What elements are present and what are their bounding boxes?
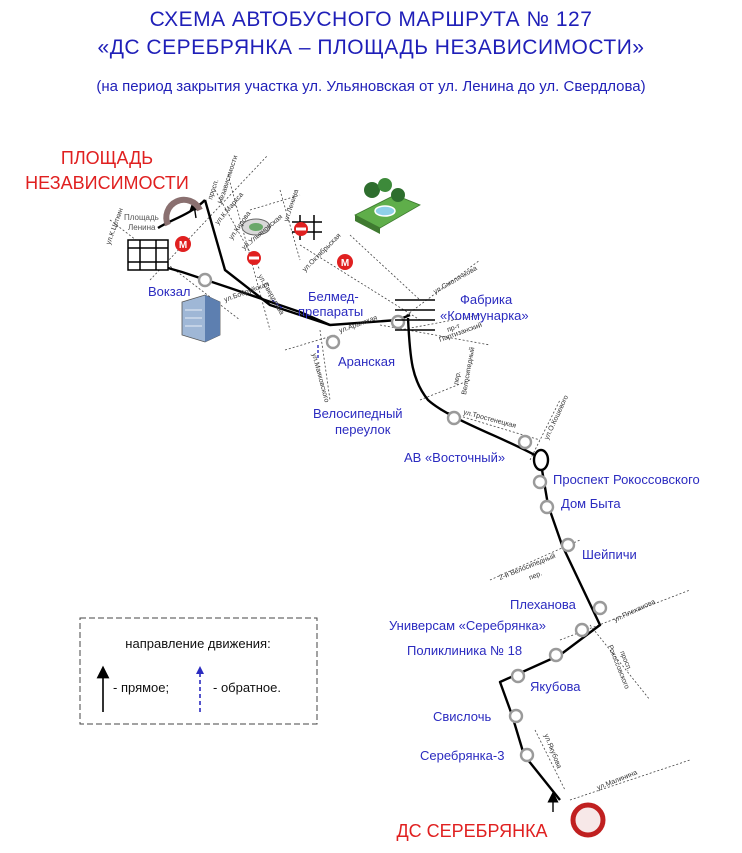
stop-circle-sheypichi	[560, 537, 576, 553]
street-label-yakubova: ул.Якубова	[542, 733, 563, 770]
stop-label-belmed-2: препараты	[298, 304, 363, 319]
stop-label-vokzal: Вокзал	[148, 284, 191, 299]
page-title-line2: «ДС СЕРЕБРЯНКА – ПЛОЩАДЬ НЕЗАВИСИМОСТИ»	[97, 36, 645, 59]
stop-label-velo-2: переулок	[335, 422, 391, 437]
stop-circle-trostenetskaya	[517, 434, 533, 450]
stop-circle-serebryanka3	[519, 747, 535, 763]
stop-label-universam: Универсам «Серебрянка»	[389, 618, 546, 633]
street-label-malinina: ул.Малинина	[596, 769, 638, 792]
legend-forward: - прямое;	[113, 680, 169, 695]
metro-icon: М	[175, 236, 191, 252]
stop-label-belmed-1: Белмед-	[308, 289, 359, 304]
stop-label-yakubova: Якубова	[530, 679, 581, 694]
interchange-west	[127, 239, 169, 271]
stop-label-av-vostochny: АВ «Восточный»	[404, 450, 505, 465]
terminal-north-line2: НЕЗАВИСИМОСТИ	[25, 173, 189, 193]
street-label-lenina: ул.Ленина	[283, 189, 300, 223]
stop-circle-velo	[446, 410, 462, 426]
stop-label-poliklinika: Поликлиника № 18	[407, 643, 522, 658]
park-icon	[354, 178, 421, 234]
street-label-partizansky-1: пр-т	[446, 323, 462, 334]
street-label-plekhanova: ул.Плеханова	[613, 598, 657, 623]
stop-circle-prospekt	[532, 474, 548, 490]
street-label-pl-lenina-2: Ленина	[128, 223, 156, 232]
street-label-velosipedny2-1: 2-й Велосипедный	[498, 552, 557, 582]
stop-circles	[197, 272, 608, 763]
stop-circle-poliklinika	[548, 647, 564, 663]
street-label-k-tsetkin: ул.К.Цеткин	[105, 207, 125, 245]
stop-circle-universam	[574, 622, 590, 638]
page-title-line1: СХЕМА АВТОБУСНОГО МАРШРУТА № 127	[149, 8, 593, 31]
stop-label-serebryanka3: Серебрянка-3	[420, 748, 504, 763]
interchange-smolyachkova	[395, 299, 435, 331]
stop-circle-belmed	[390, 314, 406, 330]
legend: направление движения: - прямое; - обратн…	[79, 617, 318, 725]
street-label-oktyabrskaya: ул.Октябрьская	[301, 232, 343, 274]
metro-icon: М	[337, 254, 353, 270]
street-label-o-koshevogo: ул.О.Кошевого	[543, 394, 570, 441]
street-label-velosipedny2-2: пер.	[528, 570, 543, 582]
no-entry-icon	[294, 222, 308, 236]
stop-label-prospekt-rokossovskogo: Проспект Рокоссовского	[553, 472, 700, 487]
street-label-partizansky-2: Партизанский	[438, 321, 483, 344]
stop-circle-aranskaya	[325, 334, 341, 350]
svg-text:М: М	[179, 240, 187, 251]
svg-text:М: М	[341, 258, 349, 269]
legend-reverse: - обратное.	[213, 680, 281, 695]
stop-circle-dom-byta	[539, 499, 555, 515]
stop-label-fabrika-2: «Коммунарка»	[440, 308, 529, 323]
stop-label-velo-1: Велосипедный	[313, 406, 403, 421]
no-entry-icon	[247, 251, 261, 265]
street-label-velosipedny-1: пер.	[453, 371, 462, 386]
terminal-north-line1: ПЛОЩАДЬ	[61, 148, 153, 168]
stop-label-svisloch: Свислочь	[433, 709, 492, 724]
stop-label-plekhanova: Плеханова	[510, 597, 577, 612]
terminal-circle-north	[163, 196, 203, 227]
stop-circle-plekhanova	[592, 600, 608, 616]
terminal-circle-south	[570, 802, 606, 838]
terminal-south: ДС СЕРЕБРЯНКА	[396, 821, 547, 841]
stadium-icon	[241, 218, 271, 236]
stop-circle-yakubova	[510, 668, 526, 684]
stop-label-aranskaya: Аранская	[338, 354, 395, 369]
stop-circle-vokzal	[197, 272, 213, 288]
street-label-pl-lenina-1: Площадь	[124, 213, 159, 222]
stop-label-fabrika-1: Фабрика	[460, 292, 513, 307]
legend-title: направление движения:	[125, 636, 270, 651]
page-subtitle: (на период закрытия участка ул. Ульяновс…	[96, 78, 646, 95]
stop-circle-svisloch	[508, 708, 524, 724]
stop-label-sheypichi: Шейпичи	[582, 547, 637, 562]
street-label-velosipedny-2: Велосипедный	[460, 346, 476, 395]
av-vostochny-loop	[532, 448, 550, 472]
building-icon	[181, 294, 221, 343]
stop-label-dom-byta: Дом Быта	[561, 496, 621, 511]
direction-arrows	[189, 199, 559, 812]
